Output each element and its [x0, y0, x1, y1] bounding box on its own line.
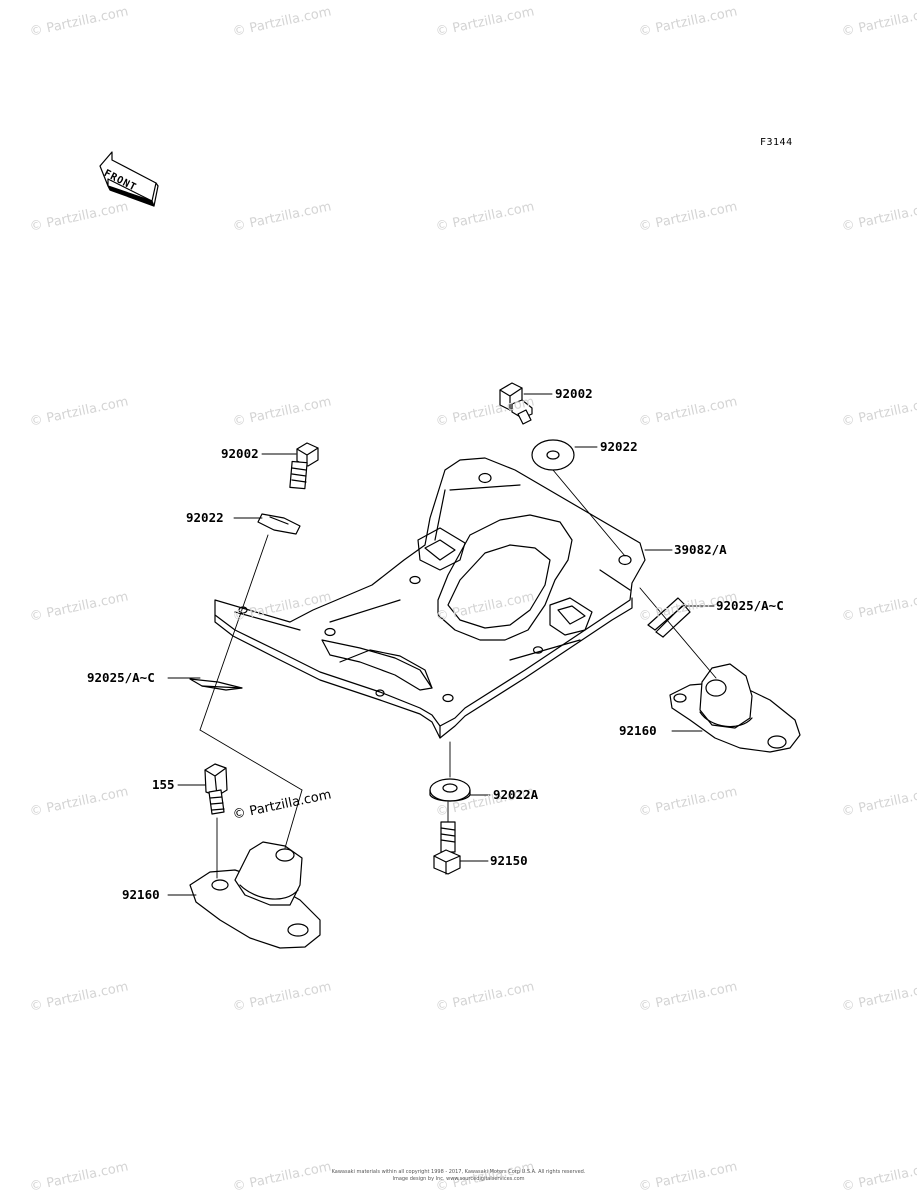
frame-plate: [214, 457, 646, 739]
part-label-92160-left[interactable]: 92160: [122, 887, 160, 902]
bolt-top-icon: [499, 382, 533, 425]
bolt-center-icon: [433, 821, 461, 875]
leader-lines: [167, 393, 717, 896]
part-label-92150[interactable]: 92150: [490, 853, 528, 868]
figure-id: F3144: [760, 137, 793, 148]
part-label-39082a[interactable]: 39082/A: [674, 542, 727, 557]
part-label-92002-top[interactable]: 92002: [555, 386, 593, 401]
part-label-92002-left[interactable]: 92002: [221, 446, 259, 461]
part-label-92022-top[interactable]: 92022: [600, 439, 638, 454]
stud-left-icon: [204, 763, 228, 815]
footer-copyright: Kawasaki materials within all copyright …: [331, 1169, 586, 1175]
part-label-92025-right[interactable]: 92025/A~C: [716, 598, 784, 613]
washer-center-icon: [429, 778, 471, 802]
washer-top-icon: [531, 439, 575, 471]
bolt-left-icon: [289, 442, 319, 490]
footer-credit: Image design by Inc. www.sourcedigitalse…: [392, 1176, 525, 1182]
part-label-92022-left[interactable]: 92022: [186, 510, 224, 525]
front-arrow-icon: [99, 151, 159, 207]
mount-right-icon: [669, 663, 801, 753]
part-label-92022a[interactable]: 92022A: [493, 787, 539, 802]
washer-left-icon: [257, 513, 301, 535]
part-label-92160-right[interactable]: 92160: [619, 723, 657, 738]
part-label-155[interactable]: 155: [152, 777, 175, 792]
pin-right-icon: [647, 597, 691, 638]
mount-left-icon: [189, 841, 321, 949]
part-label-92025-left[interactable]: 92025/A~C: [87, 670, 155, 685]
